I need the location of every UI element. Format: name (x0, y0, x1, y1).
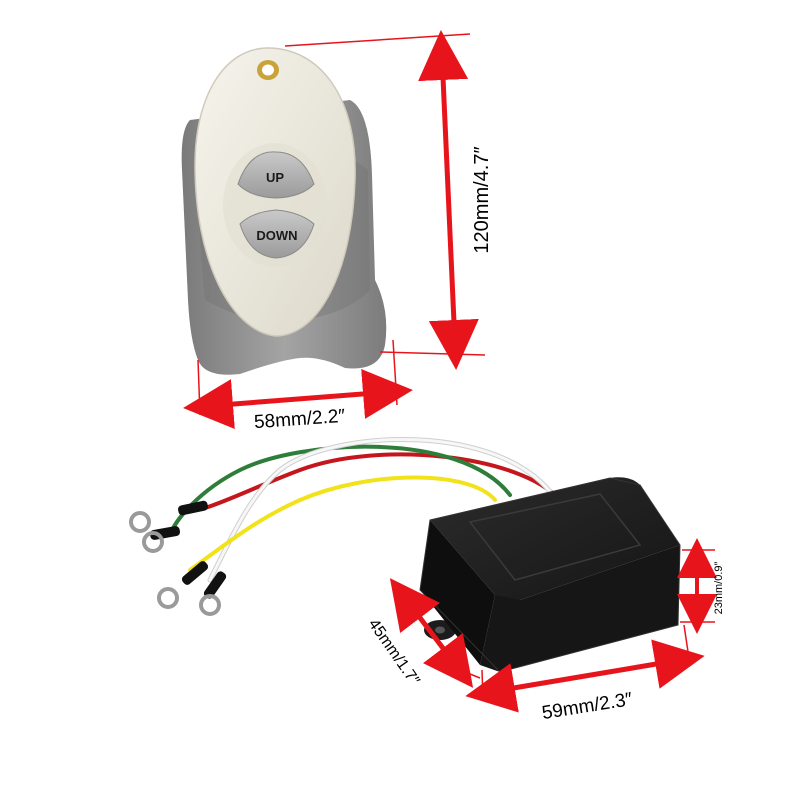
receiver-width-arrow (465, 639, 705, 713)
ring-terminals (129, 511, 221, 616)
up-button-label: UP (266, 170, 284, 185)
yellow-wire (188, 475, 497, 572)
receiver-width-label: 59mm/2.3″ (540, 689, 634, 724)
receiver-height-dimension: 23mm/0.9″ (677, 538, 725, 634)
wire-harness (129, 437, 562, 616)
remote-width-arrow (183, 369, 413, 429)
red-wire (203, 452, 562, 510)
remote-height-arrow (418, 30, 479, 370)
up-button[interactable]: UP (237, 151, 315, 199)
receiver-box (419, 477, 681, 673)
receiver-height-label: 23mm/0.9″ (713, 561, 725, 614)
down-button[interactable]: DOWN (239, 209, 315, 259)
remote-width-label: 58mm/2.2″ (253, 406, 346, 433)
remote-height-dimension: 120mm/4.7″ (284, 30, 493, 370)
remote-control: UP DOWN (181, 47, 387, 375)
receiver-depth-arrow (389, 578, 474, 688)
remote-height-label: 120mm/4.7″ (471, 146, 493, 253)
receiver-depth-label: 45mm/1.7″ (365, 616, 423, 689)
down-button-label: DOWN (256, 228, 297, 243)
